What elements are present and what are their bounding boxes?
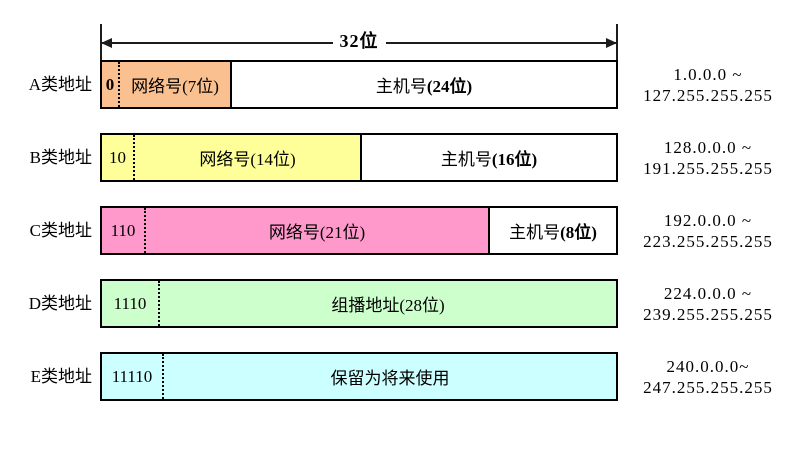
row-label: C类地址 (29, 221, 92, 240)
address-bar: 1110 组播地址(28位) (100, 279, 618, 328)
range-start: 1.0.0.0 ~ (673, 65, 743, 84)
row-label: B类地址 (29, 148, 92, 167)
address-range: 240.0.0.0~ 247.255.255.255 (626, 356, 790, 398)
host-segment: 主机号(24位) (232, 62, 616, 107)
bit-width-arrow: 32位 (100, 24, 618, 60)
range-start: 192.0.0.0 ~ (663, 211, 753, 230)
row-label: E类地址 (30, 367, 92, 386)
range-end: 239.255.255.255 (643, 305, 773, 324)
range-start: 128.0.0.0 ~ (663, 138, 753, 157)
network-field-label: 网络号(7位) (131, 77, 219, 96)
host-field-label: 主机号 (375, 77, 427, 96)
multicast-segment: 1110 组播地址(28位) (102, 281, 616, 326)
host-segment: 主机号(8位) (490, 208, 616, 253)
reserved-segment: 11110 保留为将来使用 (102, 354, 616, 399)
prefix-bits: 10 (102, 135, 135, 180)
host-field-label: 主机号 (440, 150, 492, 169)
row-class-c: C类地址 110 网络号(21位) 主机号(8位) 192.0.0.0 ~ 22… (0, 206, 792, 255)
row-class-b: B类地址 10 网络号(14位) 主机号(16位) 128.0.0.0 ~ 19… (0, 133, 792, 182)
row-class-e: E类地址 11110 保留为将来使用 240.0.0.0~ 247.255.25… (0, 352, 792, 401)
row-label: A类地址 (28, 75, 92, 94)
address-range: 128.0.0.0 ~ 191.255.255.255 (626, 137, 790, 179)
network-segment: 0 网络号(7位) (102, 62, 232, 107)
address-bar: 0 网络号(7位) 主机号(24位) (100, 60, 618, 109)
range-start: 224.0.0.0 ~ (663, 284, 753, 303)
reserved-field-label: 保留为将来使用 (330, 369, 450, 388)
range-end: 247.255.255.255 (643, 378, 773, 397)
host-bits-label: (16位) (491, 150, 538, 169)
host-bits-label: (8位) (560, 223, 597, 242)
multicast-field-label: 组播地址(28位) (331, 296, 445, 315)
address-range: 192.0.0.0 ~ 223.255.255.255 (626, 210, 790, 252)
range-end: 223.255.255.255 (643, 232, 773, 251)
range-end: 191.255.255.255 (643, 159, 773, 178)
network-field-label: 网络号(14位) (199, 150, 296, 169)
host-field-label: 主机号 (509, 223, 561, 242)
row-label: D类地址 (28, 294, 92, 313)
address-bar: 110 网络号(21位) 主机号(8位) (100, 206, 618, 255)
prefix-bits: 1110 (102, 281, 160, 326)
row-class-a: A类地址 0 网络号(7位) 主机号(24位) 1.0.0.0 ~ 127.25… (0, 60, 792, 109)
range-start: 240.0.0.0~ (666, 357, 750, 376)
address-bar: 10 网络号(14位) 主机号(16位) (100, 133, 618, 182)
range-end: 127.255.255.255 (643, 86, 773, 105)
network-segment: 10 网络号(14位) (102, 135, 362, 180)
prefix-bits: 11110 (102, 354, 164, 399)
row-class-d: D类地址 1110 组播地址(28位) 224.0.0.0 ~ 239.255.… (0, 279, 792, 328)
address-bar: 11110 保留为将来使用 (100, 352, 618, 401)
address-range: 224.0.0.0 ~ 239.255.255.255 (626, 283, 790, 325)
network-field-label: 网络号(21位) (268, 223, 366, 242)
arrow-tick-right (616, 24, 618, 60)
prefix-bits: 0 (102, 62, 120, 107)
bit-width-label: 32位 (100, 27, 618, 53)
bit-width-label-text: 32位 (332, 31, 386, 51)
address-range: 1.0.0.0 ~ 127.255.255.255 (626, 64, 790, 106)
host-segment: 主机号(16位) (362, 135, 616, 180)
prefix-bits: 110 (102, 208, 146, 253)
host-bits-label: (24位) (426, 77, 473, 96)
network-segment: 110 网络号(21位) (102, 208, 490, 253)
